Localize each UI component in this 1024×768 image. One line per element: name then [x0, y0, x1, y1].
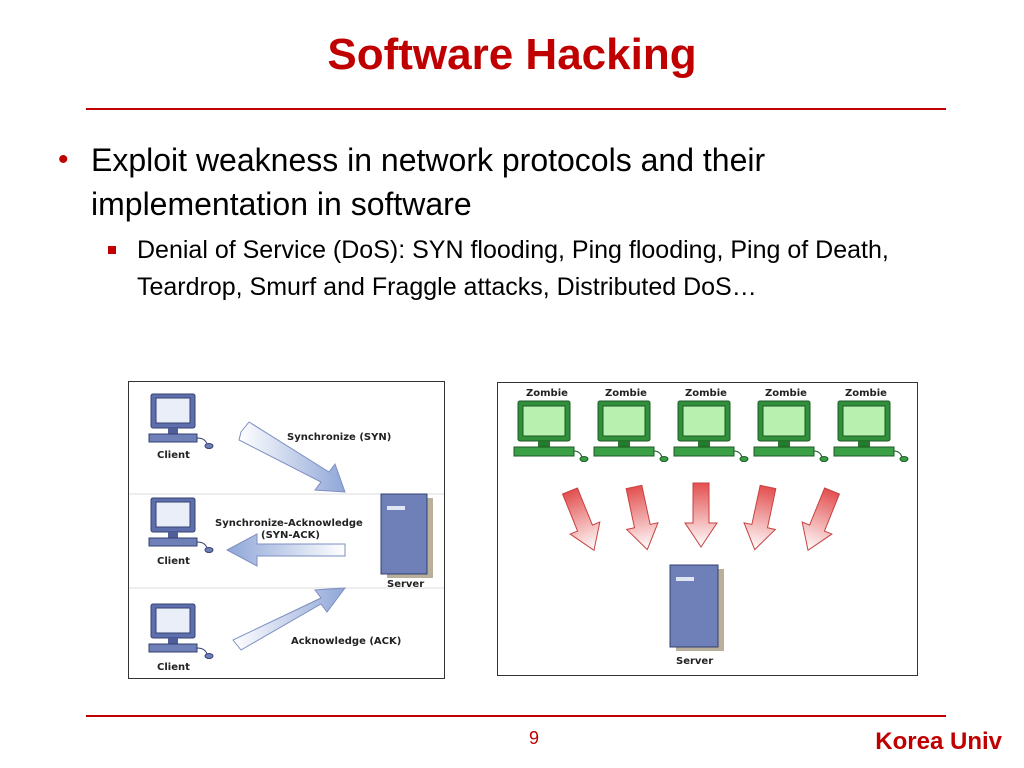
slide-title: Software Hacking: [327, 30, 697, 79]
zombie-computer-icon-1: [513, 400, 589, 462]
ddos-figure: Zombie Zombie Zombie Zombie Zombie Serve…: [497, 382, 918, 676]
attack-arrow-icon-5: [792, 484, 848, 557]
footer-org: Korea Univ: [875, 728, 1002, 755]
page-number: 9: [528, 728, 539, 748]
server-icon: [380, 493, 433, 578]
zombie-computer-icon-4: [753, 400, 829, 462]
zombie-computer-icon-3: [673, 400, 749, 462]
ack-label: Acknowledge (ACK): [291, 636, 401, 647]
zombie-label-5: Zombie: [845, 388, 887, 399]
footer-divider: [86, 715, 946, 717]
bullet-square-icon: [108, 246, 116, 254]
bullet-dot-icon: •: [58, 143, 69, 176]
zombie-label-1: Zombie: [526, 388, 568, 399]
attack-arrow-icon-1: [554, 484, 610, 557]
zombie-label-2: Zombie: [605, 388, 647, 399]
title-divider: [86, 108, 946, 110]
server-label: Server: [387, 579, 424, 590]
client-label-3: Client: [157, 662, 190, 673]
synack-label-line2: (SYN-ACK): [261, 530, 320, 541]
server-icon: [669, 564, 724, 651]
synack-label-line1: Synchronize-Acknowledge: [215, 518, 363, 529]
client-label-1: Client: [157, 450, 190, 461]
client-label-2: Client: [157, 556, 190, 567]
syn-arrow-icon: [238, 421, 346, 493]
attack-arrow-icon-3: [684, 482, 718, 548]
client-computer-icon-2: [148, 497, 214, 553]
handshake-figure: Client Client Client Server Synchronize …: [128, 381, 445, 679]
zombie-label-3: Zombie: [685, 388, 727, 399]
server-label: Server: [676, 656, 713, 667]
attack-arrow-icon-2: [617, 483, 664, 554]
client-computer-icon-1: [148, 393, 214, 449]
syn-label: Synchronize (SYN): [287, 432, 391, 443]
client-computer-icon-3: [148, 603, 214, 659]
bullet-sub-text: Denial of Service (DoS): SYN flooding, P…: [137, 236, 889, 301]
ack-arrow-icon: [232, 587, 347, 651]
attack-arrow-icon-4: [738, 483, 785, 554]
bullet-main-text: Exploit weakness in network protocols an…: [91, 142, 766, 222]
zombie-computer-icon-5: [833, 400, 909, 462]
synack-arrow-icon: [225, 533, 346, 567]
zombie-label-4: Zombie: [765, 388, 807, 399]
zombie-computer-icon-2: [593, 400, 669, 462]
